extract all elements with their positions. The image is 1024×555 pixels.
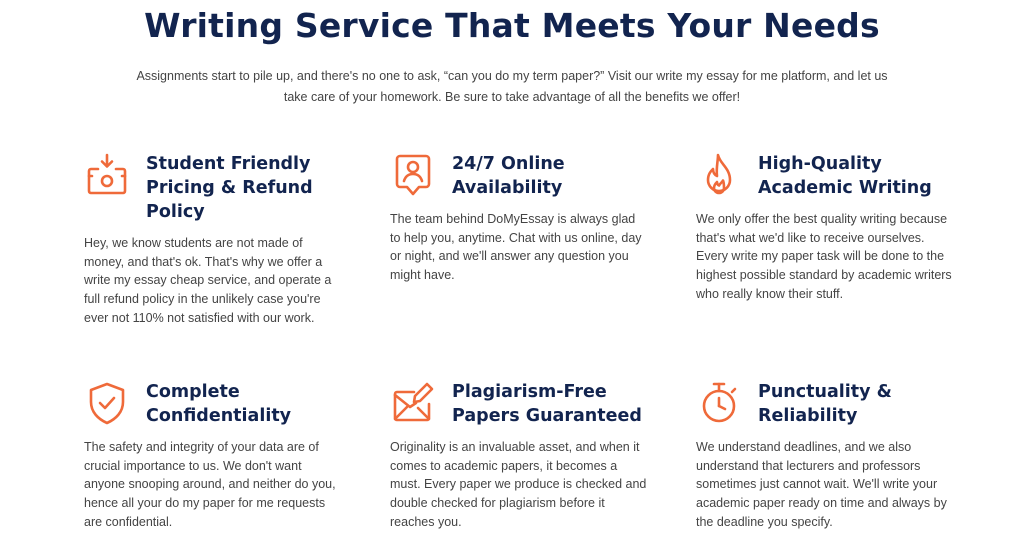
feature-confidentiality: Complete Confidentiality The safety and …: [84, 378, 342, 532]
feature-description: We only offer the best quality writing b…: [696, 212, 952, 301]
feature-title: High-Quality Academic Writing: [758, 154, 932, 198]
feature-description: The team behind DoMyEssay is always glad…: [390, 212, 642, 283]
money-refund-icon: [84, 152, 130, 198]
support-person-icon: [390, 152, 436, 198]
features-grid: Student Friendly Pricing & Refund Policy…: [84, 150, 954, 550]
feature-title: Punctuality & Reliability: [758, 382, 892, 426]
feature-title: Complete Confidentiality: [146, 382, 292, 426]
feature-title: Student Friendly Pricing & Refund Policy: [146, 154, 313, 222]
feature-description: Originality is an invaluable asset, and …: [390, 440, 647, 529]
feature-description: The safety and integrity of your data ar…: [84, 440, 336, 529]
feature-plagiarism-free: Plagiarism-Free Papers Guaranteed Origin…: [390, 378, 648, 532]
feature-title: 24/7 Online Availability: [452, 154, 565, 198]
feature-high-quality: High-Quality Academic Writing We only of…: [696, 150, 954, 304]
flame-icon: [696, 152, 742, 198]
stopwatch-icon: [696, 380, 742, 426]
feature-online-availability: 24/7 Online Availability The team behind…: [390, 150, 648, 285]
feature-pricing-refund: Student Friendly Pricing & Refund Policy…: [84, 150, 342, 328]
feature-description: Hey, we know students are not made of mo…: [84, 236, 332, 325]
shield-check-icon: [84, 380, 130, 426]
feature-title: Plagiarism-Free Papers Guaranteed: [452, 382, 642, 426]
page-title: Writing Service That Meets Your Needs: [144, 6, 880, 45]
feature-punctuality: Punctuality & Reliability We understand …: [696, 378, 954, 532]
envelope-pen-icon: [390, 380, 436, 426]
feature-description: We understand deadlines, and we also und…: [696, 440, 947, 529]
intro-paragraph: Assignments start to pile up, and there'…: [136, 69, 888, 104]
